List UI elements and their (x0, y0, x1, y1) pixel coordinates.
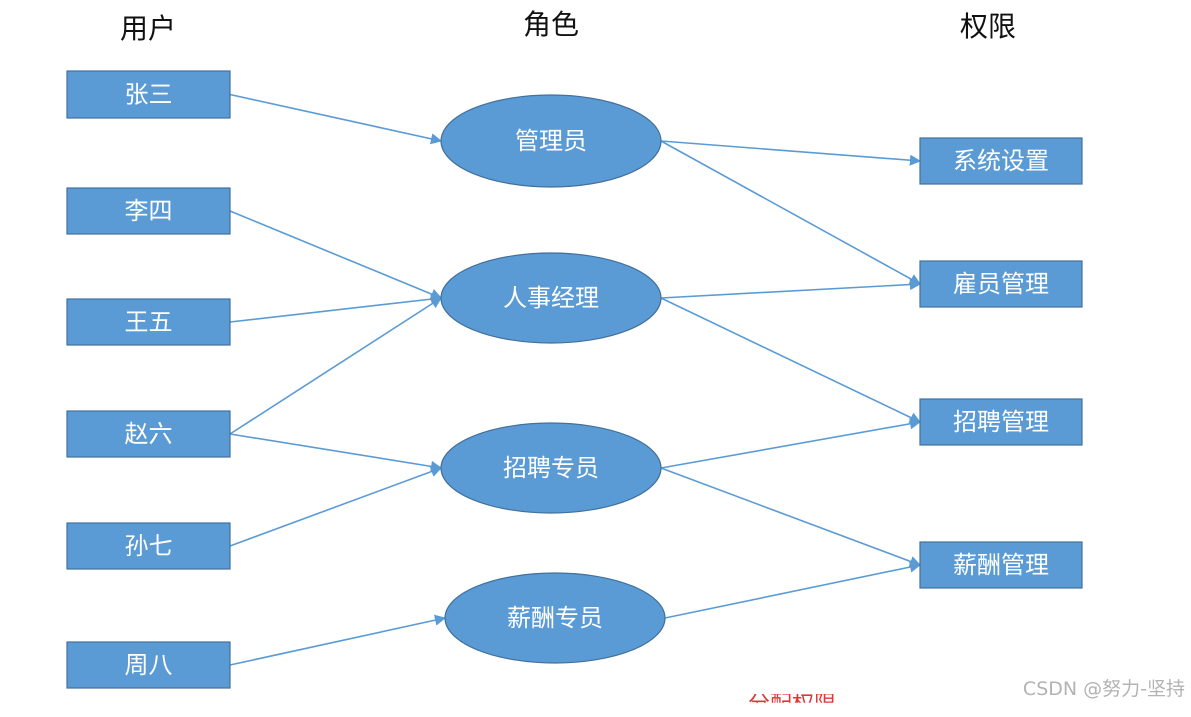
permission-box (919, 137, 1083, 185)
role-ellipse (440, 422, 662, 514)
edge-周八-to-薪酬专员 (229, 614, 447, 666)
edge-管理员-to-雇员管理 (660, 140, 921, 285)
user-label: 孙七 (125, 532, 173, 560)
permissions-column-header: 权限 (960, 10, 1016, 43)
edge-李四-to-人事经理 (229, 210, 443, 300)
user-node: 周八 (66, 641, 231, 689)
edge-薪酬专员-to-薪酬管理 (664, 561, 922, 619)
user-label: 张三 (125, 81, 173, 109)
user-box (66, 298, 231, 346)
permission-label: 系统设置 (953, 147, 1049, 175)
role-label: 招聘专员 (503, 454, 599, 482)
edges-layer (229, 93, 922, 666)
permission-node: 薪酬管理 (919, 541, 1083, 589)
user-box (66, 522, 231, 570)
user-node: 赵六 (66, 410, 231, 458)
role-ellipse (440, 94, 662, 188)
role-label: 管理员 (515, 127, 587, 155)
role-node: 人事经理 (440, 252, 662, 344)
edge-张三-to-管理员 (229, 93, 443, 145)
cut-off-caption: 分配权限 (748, 692, 837, 717)
permission-node: 雇员管理 (919, 260, 1083, 308)
user-label: 周八 (125, 651, 173, 679)
permission-box (919, 541, 1083, 589)
user-box (66, 410, 231, 458)
role-label: 人事经理 (503, 284, 599, 312)
user-box (66, 641, 231, 689)
role-ellipse (444, 572, 666, 664)
permission-label: 雇员管理 (953, 270, 1049, 298)
user-label: 王五 (125, 308, 173, 336)
role-ellipse (440, 252, 662, 344)
user-label: 李四 (125, 197, 173, 225)
user-node: 李四 (66, 187, 231, 235)
role-node: 管理员 (440, 94, 662, 188)
edge-赵六-to-招聘专员 (229, 433, 443, 472)
edge-人事经理-to-雇员管理 (660, 278, 922, 299)
role-label: 薪酬专员 (507, 604, 603, 632)
edge-招聘专员-to-招聘管理 (660, 418, 922, 469)
edge-人事经理-to-招聘管理 (660, 297, 922, 423)
user-node: 王五 (66, 298, 231, 346)
roles-column-header: 角色 (523, 8, 579, 41)
users-column-header: 用户 (120, 12, 176, 45)
permission-box (919, 260, 1083, 308)
user-node: 孙七 (66, 522, 231, 570)
watermark: CSDN @努力-坚持 (1022, 678, 1185, 700)
edge-招聘专员-to-薪酬管理 (660, 467, 922, 567)
user-box (66, 187, 231, 235)
permission-label: 招聘管理 (953, 408, 1049, 436)
permission-box (919, 398, 1083, 446)
user-box (66, 70, 231, 119)
edge-赵六-to-人事经理 (229, 297, 442, 435)
permission-node: 招聘管理 (919, 398, 1083, 446)
edge-管理员-to-系统设置 (660, 140, 922, 166)
user-node: 张三 (66, 70, 231, 119)
role-node: 薪酬专员 (444, 572, 666, 664)
permission-node: 系统设置 (919, 137, 1083, 185)
edge-孙七-to-招聘专员 (229, 466, 443, 547)
permission-label: 薪酬管理 (953, 551, 1049, 579)
role-node: 招聘专员 (440, 422, 662, 514)
user-label: 赵六 (125, 420, 173, 448)
edge-王五-to-人事经理 (229, 293, 443, 323)
